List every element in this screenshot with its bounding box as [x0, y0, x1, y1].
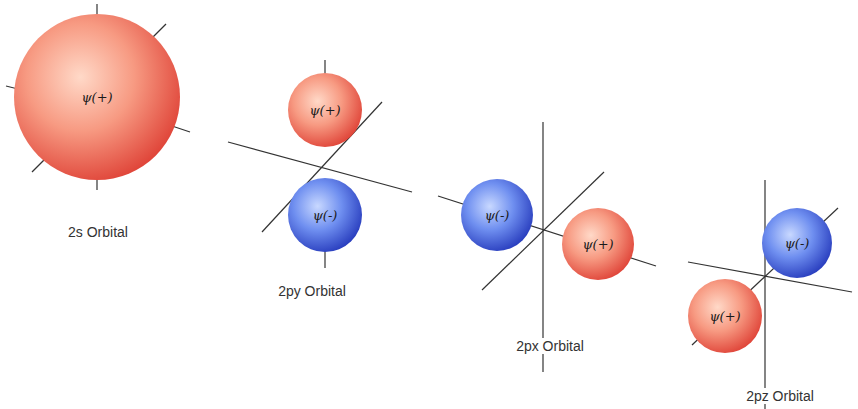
- negative-lobe: ψ(-): [461, 179, 533, 251]
- orbital-caption: 2pz Orbital: [744, 388, 816, 404]
- wavefunction-sign: ψ(-): [313, 208, 338, 223]
- positive-lobe: ψ(+): [688, 279, 762, 353]
- positive-lobe: ψ(+): [288, 73, 362, 147]
- wavefunction-sign: ψ(+): [709, 309, 740, 324]
- wavefunction-sign: ψ(+): [582, 237, 613, 252]
- wavefunction-sign: ψ(-): [485, 208, 510, 223]
- orbital-caption: 2s Orbital: [66, 224, 130, 240]
- orbital-caption: 2px Orbital: [514, 338, 586, 354]
- wavefunction-sign: ψ(-): [785, 236, 810, 251]
- negative-lobe: ψ(-): [288, 178, 362, 252]
- orbital-caption: 2py Orbital: [276, 283, 348, 299]
- positive-lobe: ψ(+): [14, 14, 180, 180]
- wavefunction-sign: ψ(+): [81, 90, 112, 105]
- positive-lobe: ψ(+): [562, 208, 634, 280]
- negative-lobe: ψ(-): [762, 208, 832, 278]
- wavefunction-sign: ψ(+): [309, 103, 340, 118]
